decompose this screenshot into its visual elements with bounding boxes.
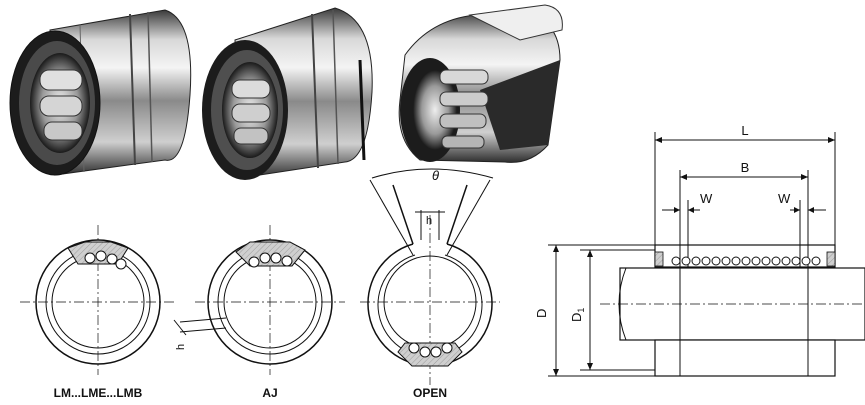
groove-diameter-label: D xyxy=(569,313,584,322)
bearing-standard-photo xyxy=(9,9,192,176)
bearing-adjustable-photo xyxy=(202,7,373,180)
open-angle-label: θ xyxy=(432,168,439,183)
ball-row xyxy=(671,256,821,266)
outer-diameter-label: D xyxy=(534,309,549,318)
svg-text:D1: D1 xyxy=(569,308,586,322)
groove-diameter-subscript: 1 xyxy=(576,308,586,313)
open-width-label: h xyxy=(426,215,432,227)
section-open: θ h xyxy=(360,168,500,385)
retainer-span-label: B xyxy=(741,160,750,175)
caption-standard: LM...LME...LMB xyxy=(54,386,143,400)
longitudinal-section: L B W W D D1 xyxy=(534,123,865,377)
section-standard xyxy=(20,225,175,375)
groove-width-left-label: W xyxy=(700,191,713,206)
caption-adjustable: AJ xyxy=(262,386,277,400)
length-label: L xyxy=(741,123,748,138)
bearing-open-photo xyxy=(398,4,563,163)
section-adjustable: h xyxy=(173,225,345,375)
slit-width-label: h xyxy=(175,344,187,350)
groove-width-right-label: W xyxy=(778,191,791,206)
caption-open: OPEN xyxy=(413,386,447,400)
